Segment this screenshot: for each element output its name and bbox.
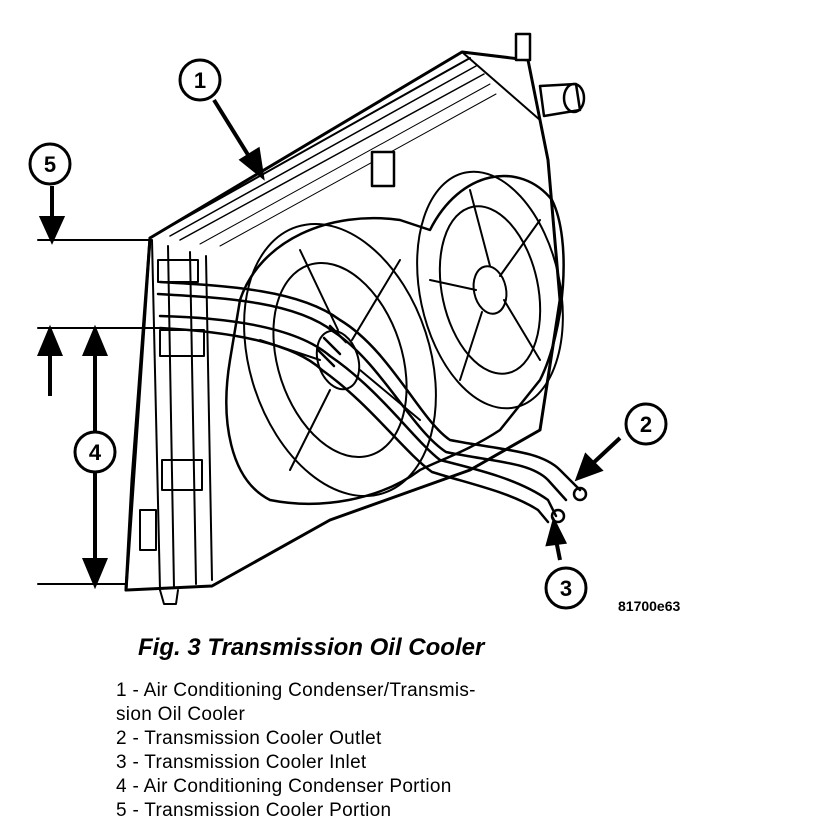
callout-3: 3 bbox=[544, 566, 588, 610]
side-tank bbox=[139, 239, 213, 605]
cooler-lines bbox=[156, 280, 588, 524]
legend: 1 - Air Conditioning Condenser/Transmis-… bbox=[116, 679, 556, 823]
legend-item-2: 2 - Transmission Cooler Outlet bbox=[116, 728, 382, 749]
legend-item-1-line1: 1 - Air Conditioning Condenser/Transmis- bbox=[116, 680, 476, 701]
cooler-illustration: 1 2 3 4 5 bbox=[28, 32, 668, 610]
callout-3-number: 3 bbox=[560, 576, 572, 601]
filler-neck bbox=[370, 32, 586, 188]
callout-1-number: 1 bbox=[194, 68, 206, 93]
dimension-lines bbox=[37, 239, 161, 585]
fan-shroud bbox=[225, 174, 565, 505]
right-fan bbox=[416, 170, 564, 410]
callout-5-number: 5 bbox=[44, 152, 56, 177]
legend-item-1: 1 - Air Conditioning Condenser/Transmis-… bbox=[116, 679, 556, 727]
legend-item-3: 3 - Transmission Cooler Inlet bbox=[116, 752, 367, 773]
callout-2: 2 bbox=[624, 402, 668, 446]
figure-code: 81700e63 bbox=[618, 598, 681, 614]
callout-4: 4 bbox=[73, 430, 117, 474]
callout-1: 1 bbox=[178, 58, 222, 102]
legend-item-4: 4 - Air Conditioning Condenser Portion bbox=[116, 776, 452, 797]
legend-item-1-line2: sion Oil Cooler bbox=[116, 704, 246, 725]
figure-title: Fig. 3 Transmission Oil Cooler bbox=[138, 634, 485, 661]
callout-4-number: 4 bbox=[89, 440, 102, 465]
callout-2-number: 2 bbox=[640, 412, 652, 437]
callout-5: 5 bbox=[28, 142, 72, 186]
legend-item-5: 5 - Transmission Cooler Portion bbox=[116, 800, 392, 821]
